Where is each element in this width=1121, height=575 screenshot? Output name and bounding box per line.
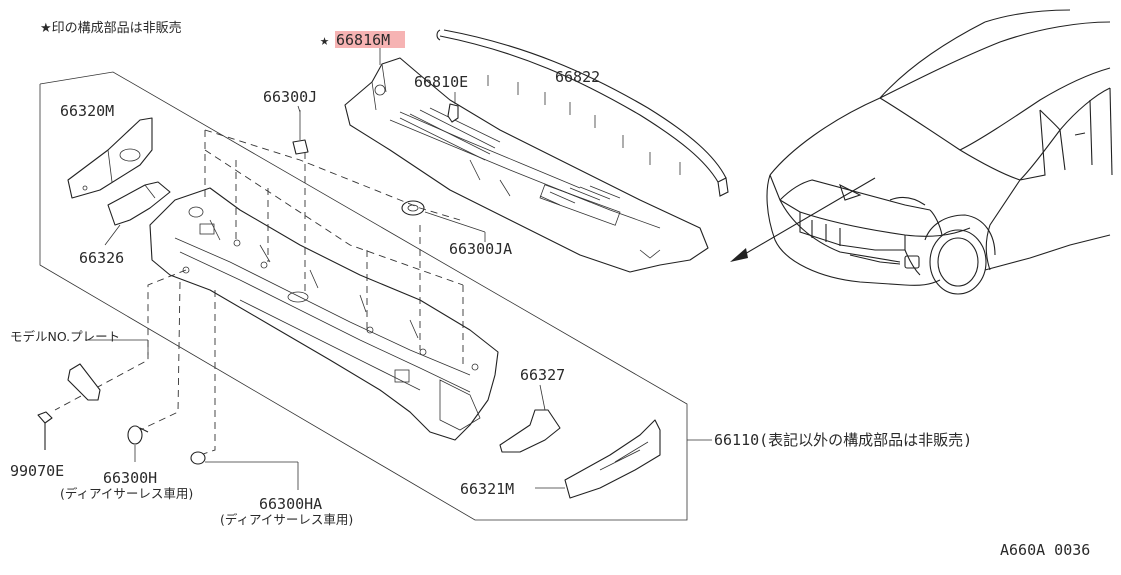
car-illustration bbox=[766, 9, 1113, 295]
label-66321M: 66321M bbox=[460, 480, 514, 498]
header-note: ★印の構成部品は非販売 bbox=[40, 20, 182, 36]
direction-arrow bbox=[730, 177, 876, 262]
label-66320M: 66320M bbox=[60, 102, 114, 120]
figure-code: A660A 0036 bbox=[1000, 541, 1090, 559]
label-66300H-note: (ディアイサーレス車用) bbox=[60, 486, 193, 501]
label-66300H: 66300H bbox=[103, 469, 157, 487]
part-66822-seal bbox=[436, 29, 729, 197]
label-66327: 66327 bbox=[520, 366, 565, 384]
label-66326: 66326 bbox=[79, 249, 124, 267]
model-number-plate bbox=[67, 339, 149, 401]
part-66300J-grommet bbox=[292, 110, 309, 155]
part-66810E-clip bbox=[447, 92, 459, 123]
part-66327-bracket bbox=[499, 384, 561, 453]
part-66321M-bracket bbox=[535, 419, 661, 499]
part-66320M-bracket bbox=[67, 117, 153, 199]
label-66816M-highlight bbox=[335, 31, 405, 48]
label-66816M: 66816M bbox=[336, 31, 390, 49]
label-66110: 66110(表記以外の構成部品は非販売) bbox=[714, 431, 972, 449]
part-lower-cowl-panel bbox=[149, 187, 499, 441]
part-66326-bracket bbox=[104, 181, 171, 246]
label-66300J: 66300J bbox=[263, 88, 317, 106]
label-66300HA: 66300HA bbox=[259, 495, 322, 513]
leader-lines bbox=[134, 48, 712, 462]
part-66816M-cowl-top bbox=[344, 57, 709, 273]
label-66816M-star: ★ bbox=[320, 31, 329, 49]
part-66300JA-grommet bbox=[401, 200, 486, 242]
assembly-outline bbox=[39, 71, 688, 521]
label-99070E: 99070E bbox=[10, 462, 64, 480]
label-66822: 66822 bbox=[555, 68, 600, 86]
part-66300H-clip bbox=[127, 425, 149, 445]
part-66300HA-clip bbox=[190, 451, 299, 490]
label-66300JA: 66300JA bbox=[449, 240, 512, 258]
assembly-dashed-lines bbox=[54, 129, 464, 456]
label-66810E: 66810E bbox=[414, 73, 468, 91]
part-99070E-screw bbox=[37, 411, 53, 450]
label-model-plate: モデルNO.プレート bbox=[10, 329, 120, 344]
label-66300HA-note: (ディアイサーレス車用) bbox=[220, 512, 353, 527]
